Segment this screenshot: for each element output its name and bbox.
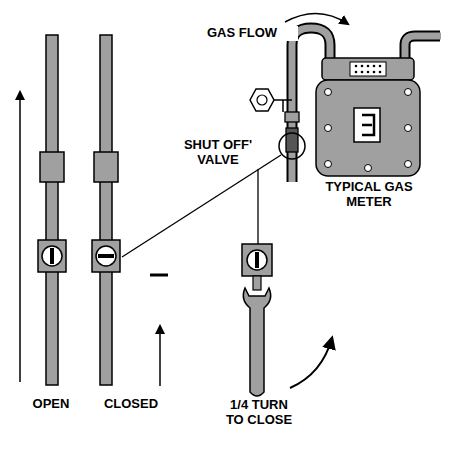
open-arrow (19, 92, 21, 382)
gas-meter (316, 58, 420, 176)
gas-flow-arrow (285, 13, 348, 24)
label-text: SHUT OFF' VALVE (178, 138, 258, 168)
leader-line (122, 155, 281, 257)
label-text: GAS FLOW (206, 26, 298, 41)
turn-arrow (290, 338, 332, 388)
closed-mark (150, 274, 168, 277)
outlet-pipe (405, 36, 441, 60)
label-text: 1/4 TURN TO CLOSE (222, 398, 296, 428)
shut-off-valve (250, 89, 305, 159)
wrench (242, 244, 272, 396)
closed-arrow (159, 326, 161, 386)
label-text: TYPICAL GAS METER (320, 180, 418, 210)
closed-pipe (92, 35, 120, 385)
label-text: OPEN (22, 397, 80, 412)
leader-line (257, 169, 258, 244)
open-pipe (38, 35, 66, 385)
label-text: CLOSED (95, 397, 167, 412)
